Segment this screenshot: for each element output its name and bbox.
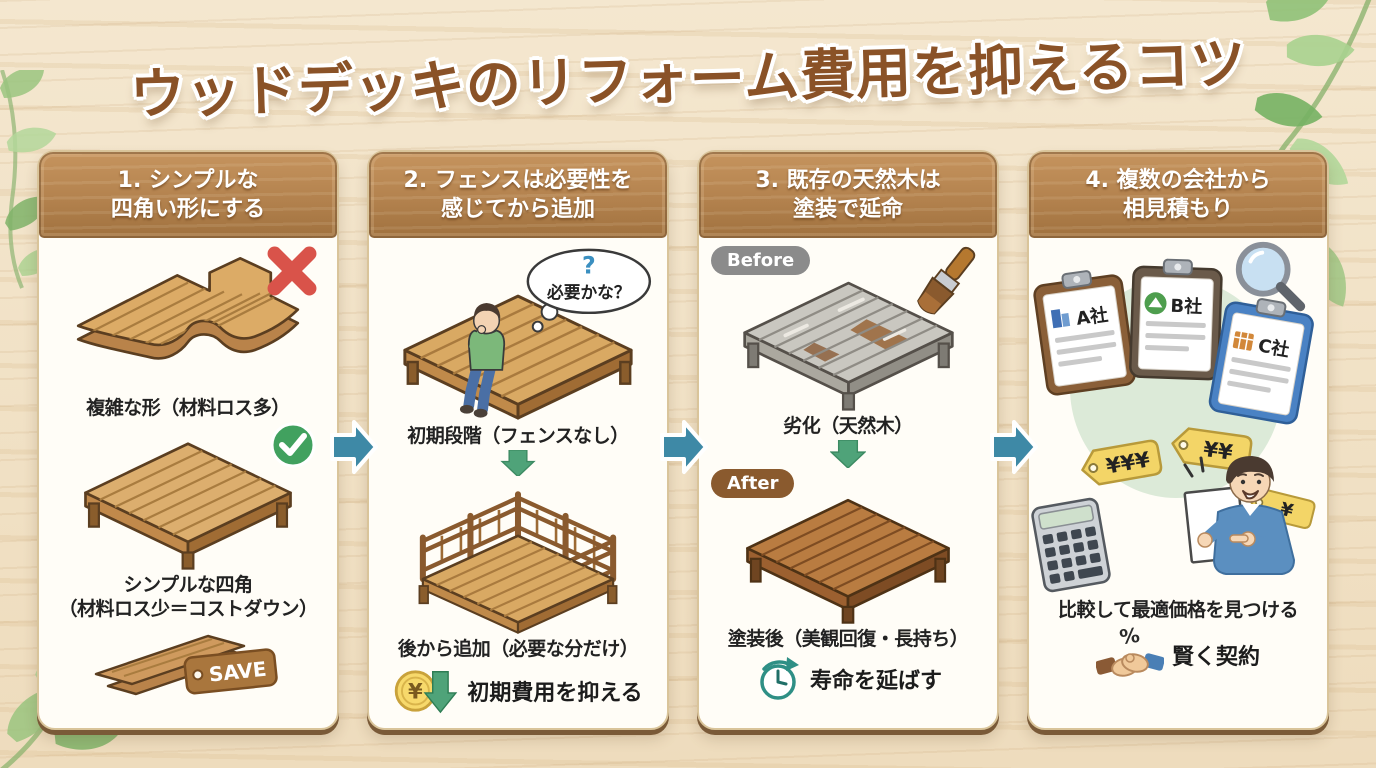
company-b-label: B社 (1170, 295, 1202, 318)
page-title: ウッドデッキのリフォーム費用を抑えるコツ (129, 31, 1248, 127)
deck-person-illustration: ? 必要かな？ (375, 242, 661, 424)
panel2-header-line1: 2. フェンスは必要性を (403, 167, 633, 193)
sitting-person (459, 302, 506, 418)
check-mark-icon (270, 422, 316, 468)
add-later-caption: 後から追加（必要な分だけ） (397, 638, 639, 661)
save-planks-image: SAVE (94, 634, 278, 696)
clock-refresh-icon (760, 657, 799, 701)
before-deck-illustration: Before (705, 242, 991, 414)
panel1-header: 1. シンプルな 四角い形にする (39, 152, 337, 238)
panel3-footer-text: 寿命を延ばす (809, 669, 942, 695)
panel-fence-later: 2. フェンスは必要性を 感じてから追加 (367, 150, 669, 730)
panel-simple-shape: 1. シンプルな 四角い形にする 複雑な形（材料ロス多） (37, 150, 339, 730)
quotes-illustration: A社 B社 (1031, 241, 1322, 598)
x-mark-icon (267, 246, 317, 296)
simple-deck-illustration (45, 421, 331, 573)
question-mark-icon: ? (582, 251, 596, 279)
complex-deck-image (76, 256, 300, 360)
down-arrow-icon (500, 449, 536, 477)
price-tag-b-label: ¥¥ (1202, 437, 1235, 465)
panel3-header-line2: 塗装で延命 (792, 197, 903, 222)
presenter-person (1183, 456, 1296, 575)
fence-deck-image (418, 491, 618, 635)
panel3-header-line1: 3. 既存の天然木は (755, 167, 941, 193)
paint-brush-icon (917, 246, 976, 315)
painted-deck-image (746, 498, 950, 624)
coin-yen-symbol: ¥ (408, 679, 423, 704)
step-arrow-1 (330, 420, 378, 474)
after-caption: 塗装後（美観回復・長持ち） (727, 627, 969, 650)
simple-shape-caption-line2: （材料ロス少＝コストダウン） (58, 598, 318, 621)
before-caption: 劣化（天然木） (783, 415, 913, 437)
panel4-header-line1: 4. 複数の会社から (1085, 167, 1271, 193)
step-arrow-2 (660, 420, 708, 474)
magnifier-icon (1235, 241, 1306, 312)
complex-deck-illustration (45, 242, 331, 396)
thought-text: 必要かな？ (546, 282, 631, 302)
panel1-header-line2: 四角い形にする (110, 197, 266, 222)
panel2-header: 2. フェンスは必要性を 感じてから追加 (369, 152, 667, 238)
panel2-footer: ¥ 初期費用を抑える (393, 666, 643, 716)
down-arrow-icon (830, 439, 866, 468)
deck-person-image: ? 必要かな？ (403, 248, 652, 420)
compare-caption: 比較して最適価格を見つける (1058, 599, 1298, 621)
simple-deck-image (84, 442, 292, 570)
save-planks-illustration: SAVE (45, 624, 331, 702)
before-badge: Before (711, 246, 811, 276)
price-tag-b: ¥¥ (1171, 427, 1253, 472)
after-badge: After (711, 468, 795, 499)
panel-compare-quotes: 4. 複数の会社から 相見積もり A社 (1027, 150, 1329, 730)
percent-sign: % (1118, 627, 1141, 649)
company-a-label: A社 (1075, 304, 1110, 330)
clipboard-company-a: A社 (1033, 270, 1136, 396)
panel3-footer: 寿命を延ばす (754, 655, 942, 703)
step-arrow-3 (990, 420, 1038, 474)
complex-shape-caption: 複雑な形（材料ロス多） (86, 397, 290, 419)
panel4-footer: % 賢く契約 (1095, 627, 1260, 683)
clipboard-company-c: C社 (1208, 298, 1314, 425)
panel2-footer-text: 初期費用を抑える (467, 681, 643, 706)
calculator-icon (1031, 497, 1111, 593)
panel4-header-line2: 相見積もり (1122, 197, 1233, 222)
panel-paint-extend: 3. 既存の天然木は 塗装で延命 Before (697, 150, 999, 730)
panel3-header: 3. 既存の天然木は 塗装で延命 (699, 152, 997, 238)
panel1-header-line1: 1. シンプルな (117, 167, 259, 193)
thought-bubble: ? 必要かな？ (526, 248, 652, 333)
panel2-header-line2: 感じてから追加 (440, 197, 595, 222)
price-tag-a: ¥¥¥ (1081, 439, 1163, 486)
simple-shape-caption-line1: シンプルな四角 (123, 573, 253, 596)
clipboard-company-b: B社 (1129, 258, 1223, 381)
weathered-deck-image (742, 281, 954, 411)
company-c-label: C社 (1256, 334, 1291, 361)
panel4-footer-text: 賢く契約 (1171, 644, 1260, 670)
after-deck-illustration: After (705, 468, 991, 627)
initial-stage-caption: 初期段階（フェンスなし） (407, 425, 629, 447)
handshake-icon: % (1095, 627, 1164, 677)
save-tag-label: SAVE (208, 657, 268, 687)
panel4-header: 4. 複数の会社から 相見積もり (1029, 152, 1327, 238)
save-tag: SAVE (183, 648, 278, 695)
yen-coin-down-icon: ¥ (395, 670, 458, 714)
fence-deck-illustration (375, 477, 661, 637)
